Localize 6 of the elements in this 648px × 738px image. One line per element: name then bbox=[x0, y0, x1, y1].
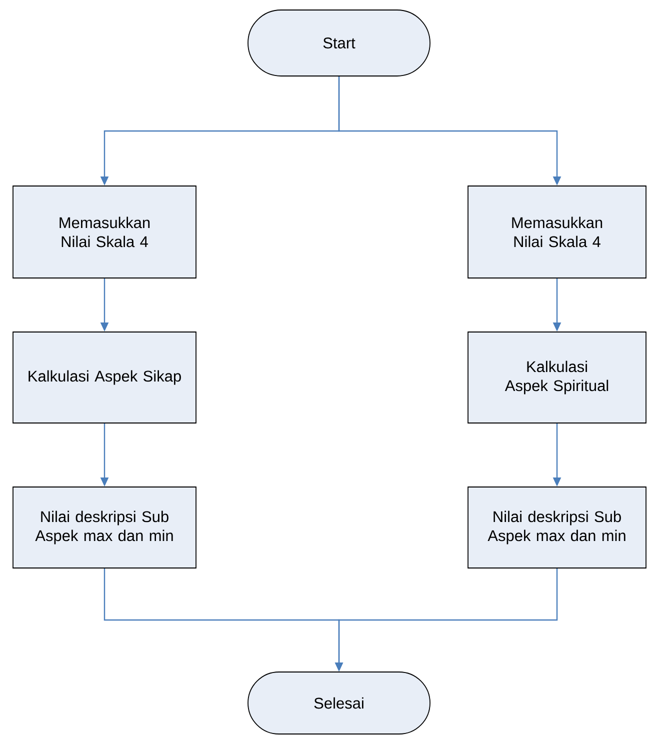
process-box: Kalkulasi Aspek Sikap bbox=[12, 332, 196, 424]
process-box: Memasukkan Nilai Skala 4 bbox=[468, 186, 646, 278]
process-box: Memasukkan Nilai Skala 4 bbox=[12, 186, 196, 278]
process-box: Nilai deskripsi Sub Aspek max dan min bbox=[468, 486, 646, 568]
process-box: Kalkulasi Aspek Spiritual bbox=[468, 332, 646, 424]
process-box: Nilai deskripsi Sub Aspek max dan min bbox=[12, 486, 196, 568]
